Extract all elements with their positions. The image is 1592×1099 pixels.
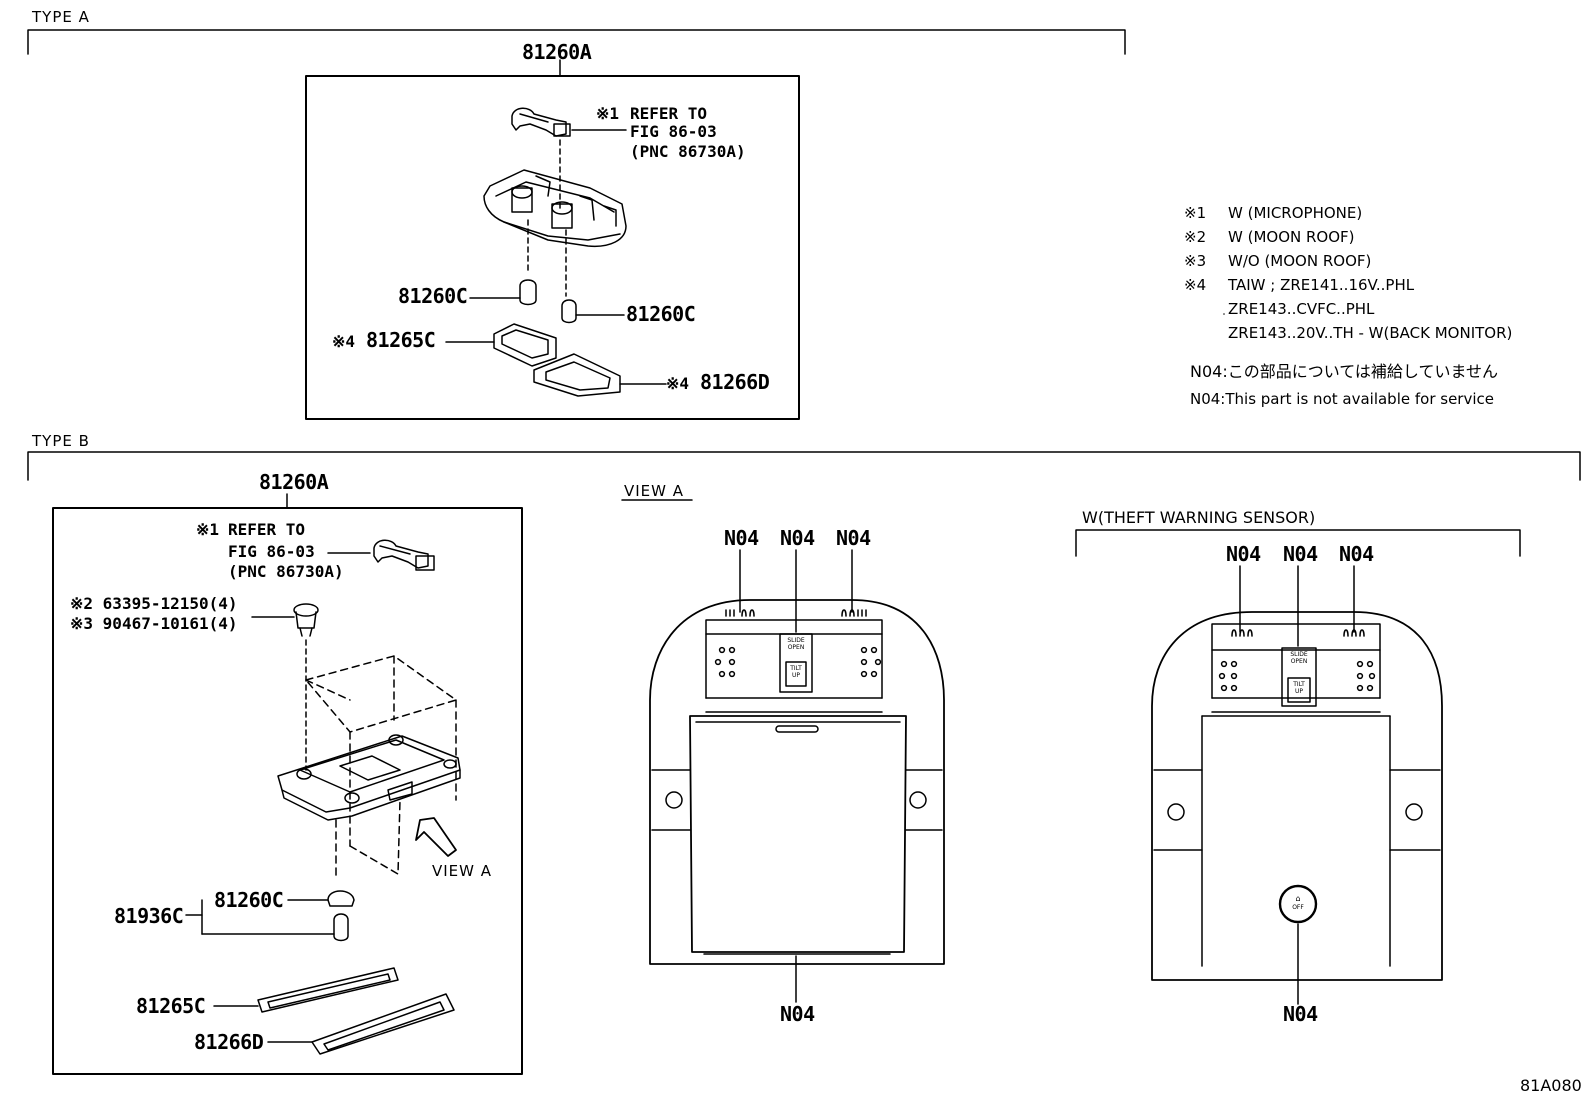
theft-sensor-button-icon: ⌂ [1295, 894, 1301, 903]
type-b-lamp-housing [277, 734, 461, 821]
legend-text-1: W (MICROPHONE) [1228, 204, 1363, 222]
type-a-refer-mark: ※1 [596, 104, 620, 123]
theft-switch-bottom-line-1: TILT [1293, 681, 1305, 688]
legend-mark-2: ※2 [1184, 228, 1207, 246]
section-label-type-a: TYPE A [32, 8, 90, 26]
view-a-top-label-1: N04 [724, 526, 759, 550]
type-b-clip-part-2: ※3 90467-10161(4) [70, 614, 238, 633]
theft-bottom-label: N04 [1283, 1002, 1318, 1026]
theft-top-label-1: N04 [1226, 542, 1261, 566]
view-a-title: VIEW A [624, 482, 685, 500]
view-a-switch-top-line-1: SLIDE [787, 637, 805, 644]
legend-mark-1: ※1 [1184, 204, 1207, 222]
theft-sensor-button-label: OFF [1292, 904, 1304, 911]
type-b-bezel-number: 81266D [194, 1030, 264, 1054]
footnote-japanese: N04:この部品については補給していません [1190, 362, 1498, 381]
theft-top-label-2: N04 [1283, 542, 1318, 566]
legend-mark-3: ※3 [1184, 252, 1207, 270]
type-b-assembly-number: 81260A [259, 470, 329, 494]
type-b-microphone-connector [327, 539, 435, 571]
legend-mark-4: ※4 [1184, 276, 1207, 294]
type-a-refer-line-2: FIG 86-03 [630, 122, 717, 141]
type-b-clip-part-1: ※2 63395-12150(4) [70, 594, 238, 613]
theft-switch-top-line-1: SLIDE [1290, 651, 1308, 658]
type-b-view-arrow-label: VIEW A [432, 862, 493, 880]
view-a-switch-bottom-line-2: UP [791, 672, 800, 679]
type-a-assembly-number: 81260A [522, 40, 592, 64]
type-b-refer-mark: ※1 [196, 520, 220, 539]
type-a-box [305, 75, 800, 420]
view-a-bottom-label: N04 [780, 1002, 815, 1026]
type-b-refer-line-3: (PNC 86730A) [228, 562, 344, 581]
theft-top-label-3: N04 [1339, 542, 1374, 566]
type-b-bulbs [185, 890, 355, 942]
type-a-lamp-housing [483, 169, 627, 297]
type-a-bracket [27, 29, 1126, 77]
type-b-bulb-socket-number: 81260C [214, 888, 284, 912]
type-a-refer-line-1: REFER TO [630, 104, 708, 123]
view-a-switch-bottom-line-1: TILT [790, 665, 802, 672]
legend-text-2: W (MOON ROOF) [1228, 228, 1355, 246]
view-a-switch-top-line-2: OPEN [787, 644, 805, 651]
theft-sensor-console-drawing [1075, 529, 1521, 1005]
type-a-refer-line-3: (PNC 86730A) [630, 142, 746, 161]
type-a-microphone-connector [511, 107, 627, 213]
type-a-lens-mark: ※4 [332, 332, 356, 351]
type-b-clip [251, 603, 319, 771]
type-b-lens-bezel [213, 967, 455, 1055]
type-b-bracket [27, 451, 1581, 509]
type-a-bezel-number: 81266D [700, 370, 770, 394]
legend-text-6: ZRE143..20V..TH - W(BACK MONITOR) [1228, 324, 1513, 342]
view-a-console-drawing [621, 499, 945, 1003]
type-a-lens-bezel [445, 323, 667, 397]
legend-text-4: TAIW ; ZRE141..16V..PHL [1228, 276, 1415, 294]
view-a-arrow [415, 817, 457, 857]
theft-switch-top-line-2: OPEN [1290, 658, 1308, 665]
type-a-bulbs [469, 279, 625, 324]
type-a-lens-number: 81265C [366, 328, 436, 352]
legend-text-3: W/O (MOON ROOF) [1228, 252, 1372, 270]
type-a-bulb-left-number: 81260C [398, 284, 468, 308]
type-a-bezel-mark: ※4 [666, 374, 690, 393]
type-b-box [52, 507, 523, 1075]
footnote-english: N04:This part is not available for servi… [1190, 390, 1494, 408]
section-label-type-b: TYPE B [32, 432, 90, 450]
view-a-top-label-2: N04 [780, 526, 815, 550]
type-b-refer-line-2: FIG 86-03 [228, 542, 315, 561]
type-b-lens-number: 81265C [136, 994, 206, 1018]
view-a-top-label-3: N04 [836, 526, 871, 550]
theft-sensor-title: W(THEFT WARNING SENSOR) [1082, 508, 1316, 527]
type-a-bulb-right-number: 81260C [626, 302, 696, 326]
type-b-refer-line-1: REFER TO [228, 520, 306, 539]
theft-switch-bottom-line-2: UP [1294, 688, 1303, 695]
figure-code: 81A080 [1520, 1076, 1582, 1095]
legend-text-5: ZRE143..CVFC..PHL [1228, 300, 1375, 318]
type-b-bulb-group-number: 81936C [114, 904, 184, 928]
type-b-mounting-frame [305, 655, 457, 881]
